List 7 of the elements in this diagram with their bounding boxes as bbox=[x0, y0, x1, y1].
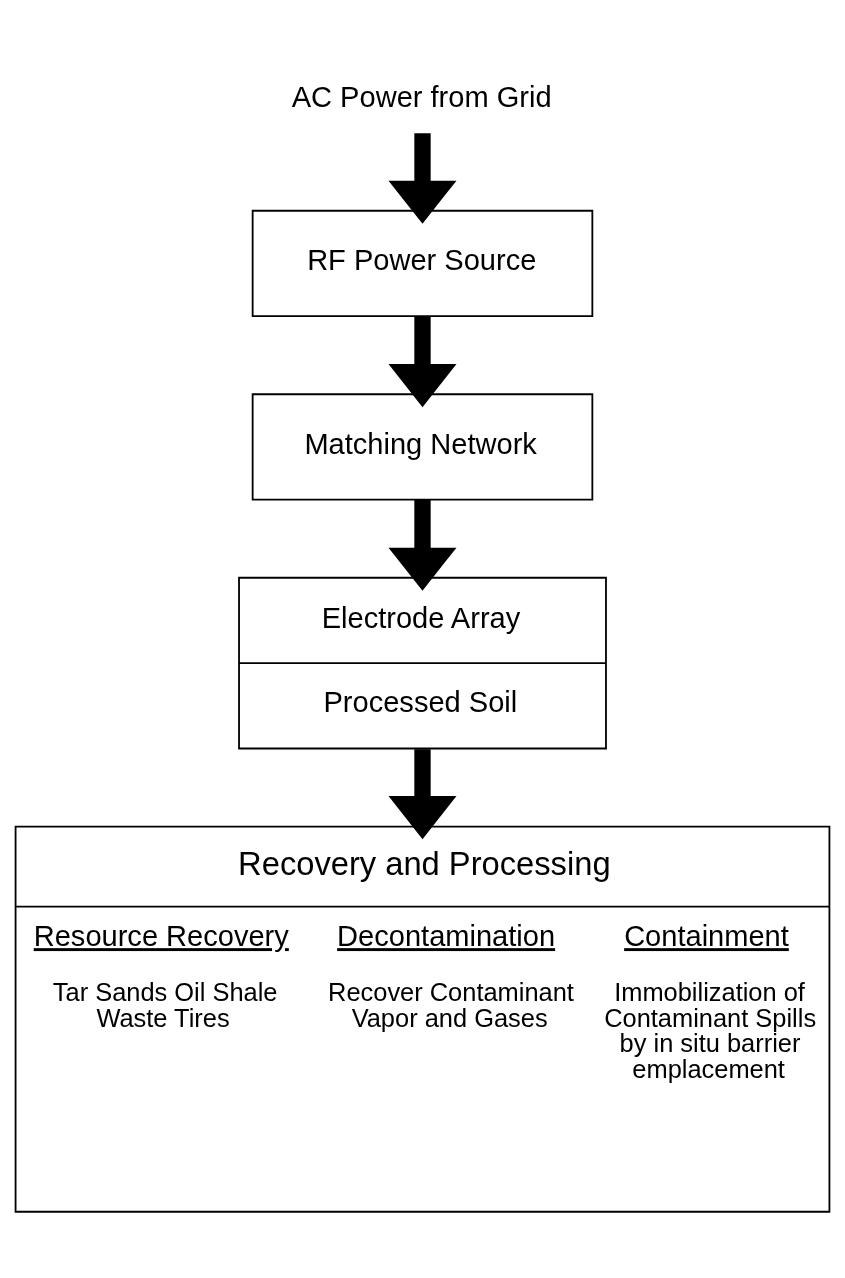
node-box: RF Power Source bbox=[251, 209, 594, 317]
arrow bbox=[388, 499, 457, 591]
node-text: AC Power from Grid bbox=[291, 80, 552, 113]
arrow bbox=[388, 132, 457, 224]
arrow bbox=[388, 315, 457, 407]
node-box: Matching Network bbox=[251, 392, 594, 501]
arrow bbox=[388, 748, 457, 839]
